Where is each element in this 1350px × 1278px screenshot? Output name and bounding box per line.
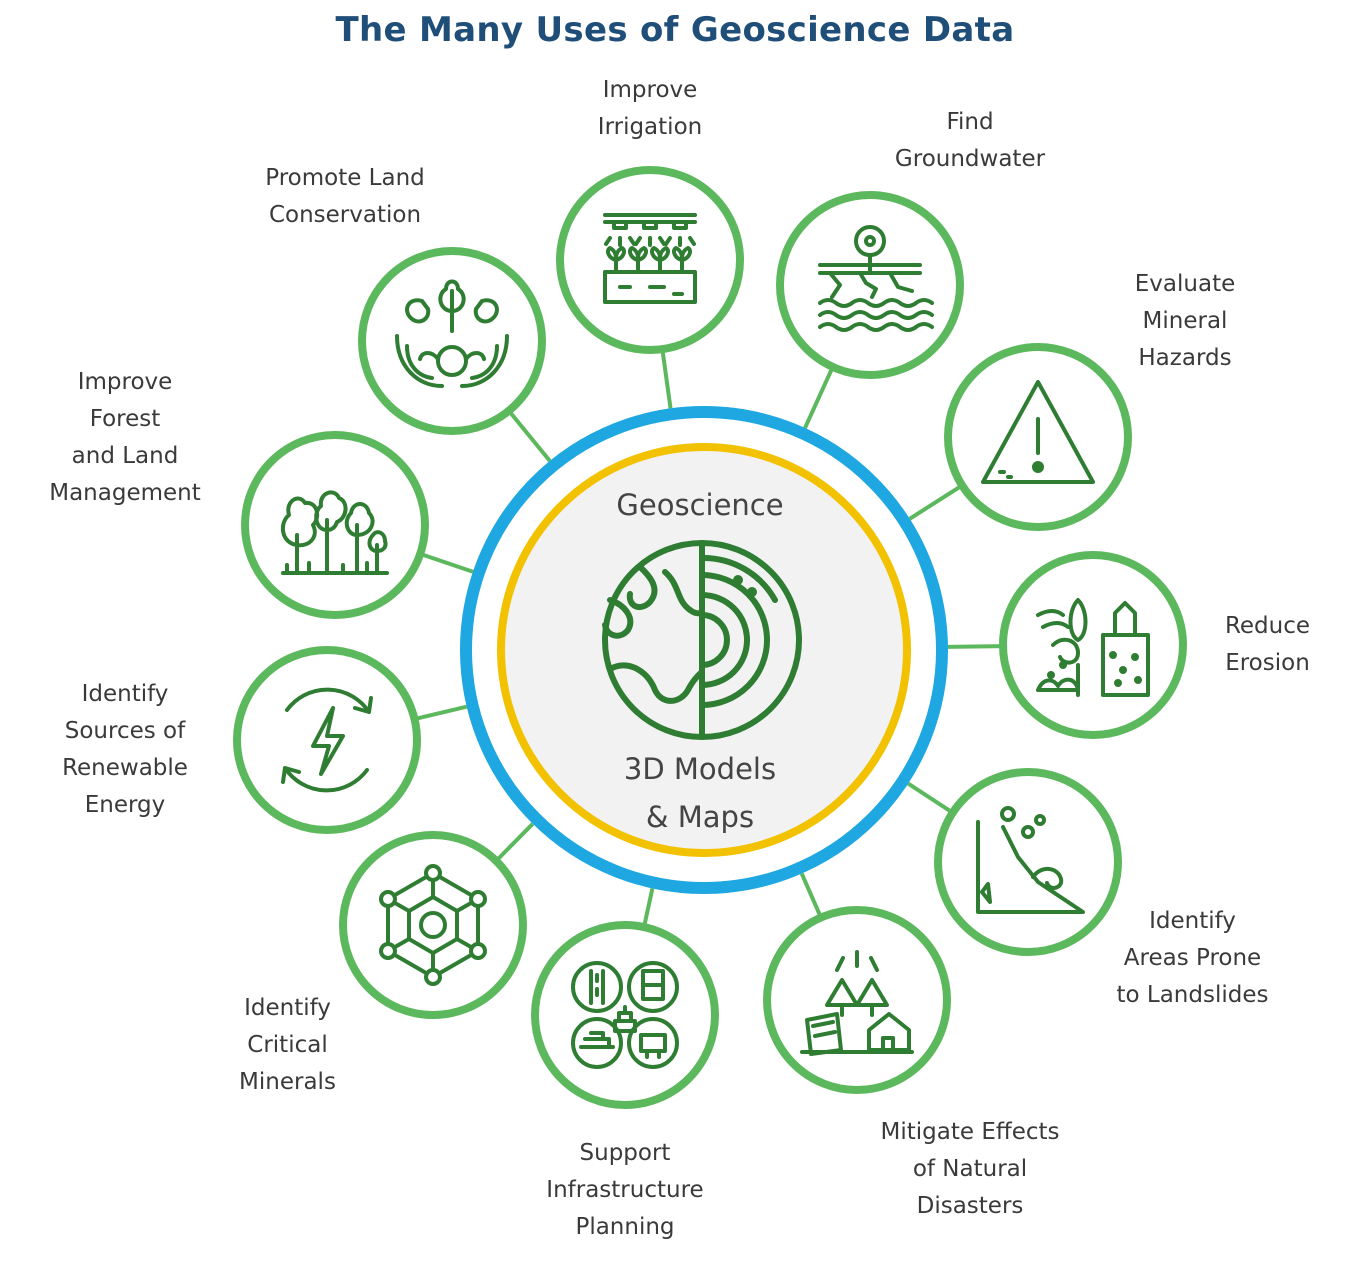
connector-line — [948, 646, 1003, 647]
connector-line — [415, 707, 467, 719]
use-node — [237, 650, 417, 830]
use-node — [780, 195, 960, 375]
connector-line — [802, 874, 821, 918]
connector-line — [910, 485, 962, 518]
connector-line — [509, 411, 550, 461]
center-label-geoscience: Geoscience — [550, 488, 850, 522]
connector-line — [420, 554, 473, 572]
label-forest-land-management: Improve Forest and Land Management — [25, 364, 225, 512]
use-node — [245, 435, 425, 615]
use-node — [343, 835, 523, 1015]
label-mitigate-disasters: Mitigate Effects of Natural Disasters — [850, 1114, 1090, 1225]
label-support-infrastructure: Support Infrastructure Planning — [520, 1135, 730, 1246]
use-node — [560, 170, 740, 350]
label-improve-irrigation: Improve Irrigation — [550, 72, 750, 146]
label-reduce-erosion: Reduce Erosion — [1195, 608, 1340, 682]
use-node-circle — [1003, 555, 1183, 735]
use-node — [362, 251, 542, 431]
use-node-circle — [343, 835, 523, 1015]
connector-line — [662, 349, 670, 408]
label-find-groundwater: Find Groundwater — [860, 104, 1080, 178]
connector-line — [644, 888, 652, 927]
use-node — [535, 925, 715, 1105]
connector-line — [805, 367, 833, 428]
center-label-models-maps: 3D Models & Maps — [550, 745, 850, 841]
connector-line — [496, 824, 533, 861]
label-evaluate-mineral-hazards: Evaluate Mineral Hazards — [1090, 266, 1280, 377]
use-node-circle — [560, 170, 740, 350]
use-node — [1003, 555, 1183, 735]
connector-line — [908, 784, 953, 813]
use-node — [767, 910, 947, 1090]
label-renewable-energy: Identify Sources of Renewable Energy — [35, 676, 215, 824]
label-identify-critical-minerals: Identify Critical Minerals — [200, 990, 375, 1101]
use-node-circle — [767, 910, 947, 1090]
use-node-circle — [362, 251, 542, 431]
label-identify-landslides: Identify Areas Prone to Landslides — [1085, 903, 1300, 1014]
use-node-circle — [237, 650, 417, 830]
label-land-conservation: Promote Land Conservation — [230, 160, 460, 234]
